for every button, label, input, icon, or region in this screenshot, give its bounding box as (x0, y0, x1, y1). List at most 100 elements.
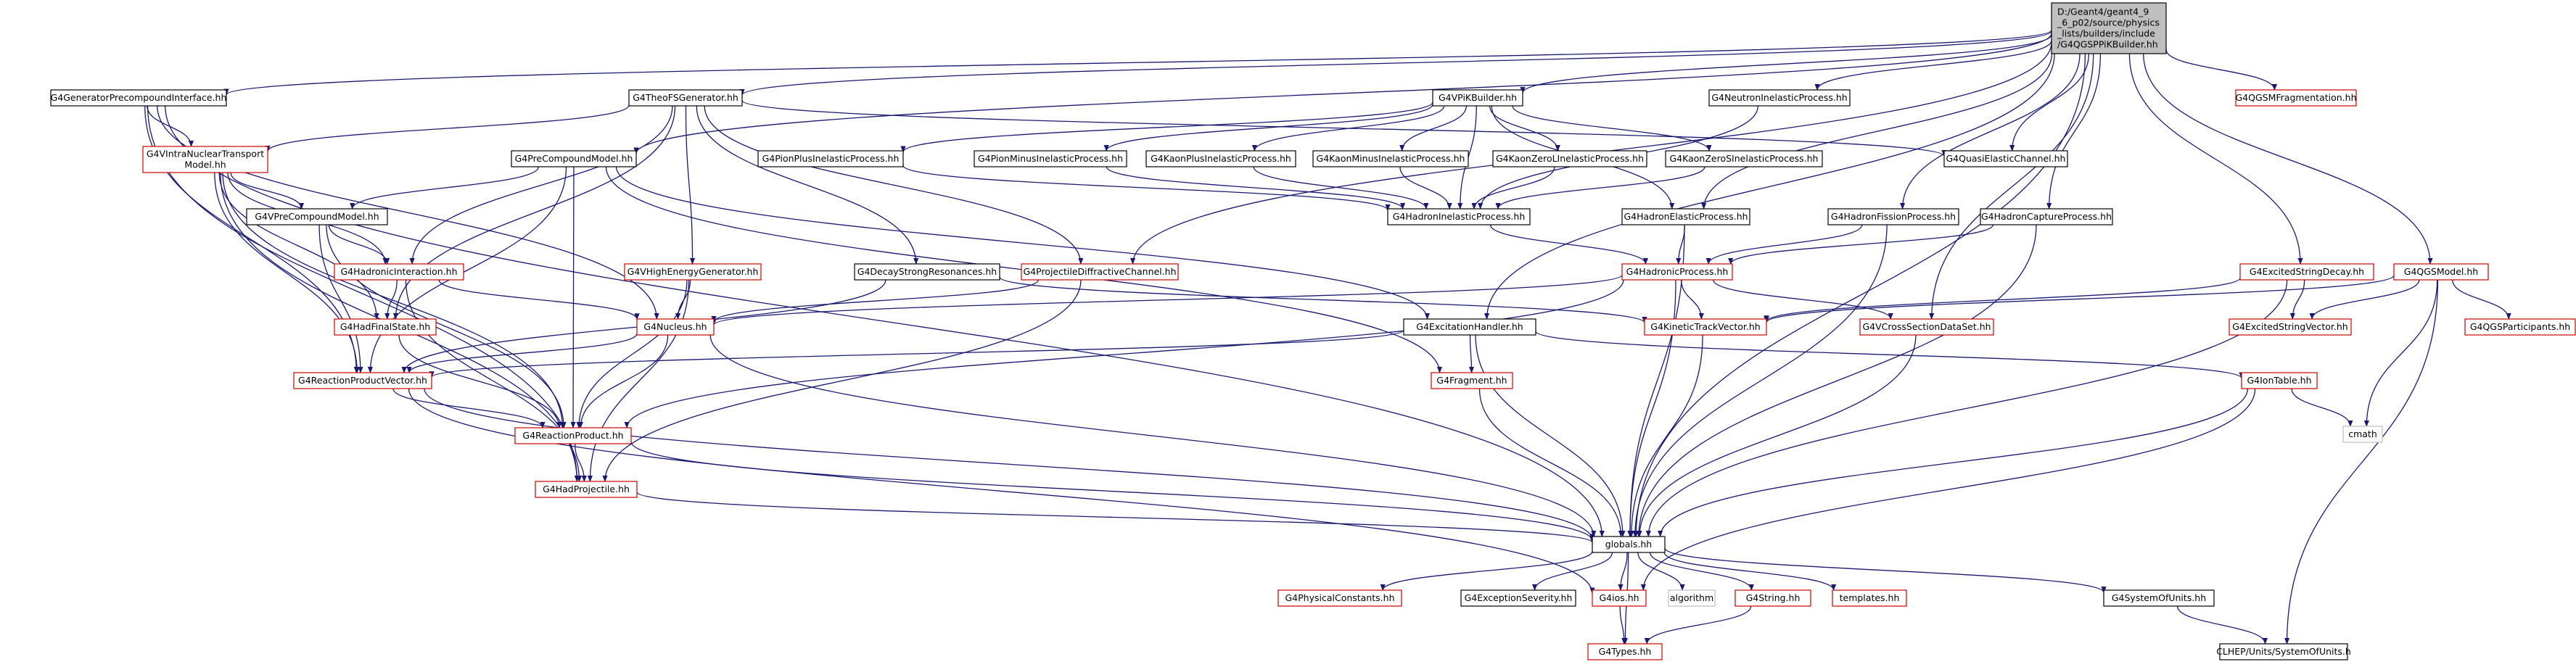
edge-pcm-to-exh (615, 166, 1430, 320)
node-label: G4String.hh (1746, 592, 1801, 603)
edge-exh-to-rpv (429, 329, 1404, 378)
edge-qgsm-to-cmath (2363, 279, 2438, 427)
node-esv[interactable]: G4ExcitedStringVector.hh (2229, 318, 2352, 336)
node-label: G4KaonZeroLInelasticProcess.hh (1496, 153, 1644, 164)
edge-tfs-to-hfs (392, 105, 676, 320)
edge-iont-to-glob (1658, 388, 2248, 537)
edge-root-to-pcm (633, 33, 2052, 154)
node-label: G4QuasiElasticChannel.hh (1946, 153, 2066, 164)
node-vcsd[interactable]: G4VCrossSectionDataSet.hh (1859, 318, 1994, 336)
edge-rpv-to-glob (424, 388, 1595, 541)
node-label: G4SystemOfUnits.hh (2112, 592, 2206, 603)
node-ppip[interactable]: G4PionPlusInelasticProcess.hh (757, 150, 904, 167)
node-algo: algorithm (1668, 589, 1716, 607)
node-pmip[interactable]: G4PionMinusInelasticProcess.hh (974, 150, 1127, 167)
node-label: G4ios.hh (1599, 592, 1639, 603)
node-pdc[interactable]: G4ProjectileDiffractiveChannel.hh (1021, 263, 1179, 281)
edge-rpv-to-ios (408, 388, 1595, 594)
edge-iont-to-cmath (2291, 388, 2353, 427)
node-box (1492, 150, 1647, 167)
node-pcm[interactable]: G4PreCompoundModel.hh (511, 150, 637, 167)
node-hep[interactable]: G4HadronElasticProcess.hh (1621, 208, 1750, 225)
edge-glob-to-exs (1531, 552, 1613, 591)
node-qec[interactable]: G4QuasiElasticChannel.hh (1943, 150, 2068, 167)
node-types[interactable]: G4Types.hh (1587, 643, 1663, 660)
node-box (511, 150, 637, 167)
node-hfs[interactable]: G4HadFinalState.hh (334, 318, 437, 336)
edge-vpik-to-pmip (1103, 104, 1433, 152)
node-label: G4Nucleus.hh (643, 321, 707, 332)
node-ios[interactable]: G4ios.hh (1592, 589, 1647, 607)
node-label: G4ExceptionSeverity.hh (1465, 592, 1573, 603)
node-label: templates.hh (1840, 592, 1900, 603)
edge-hint-to-hfs (384, 279, 398, 320)
node-box (1708, 89, 1851, 107)
edge-hp-to-ktv (1680, 279, 1704, 320)
node-hfp[interactable]: G4HadronFissionProcess.hh (1827, 208, 1959, 225)
header-nodes: D:/Geant4/geant4_9_6_p02/source/physics_… (50, 2, 2576, 660)
edge-gpci-to-glob (165, 105, 1605, 537)
edge-glob-to-sou (1664, 547, 2107, 594)
node-box (1668, 589, 1716, 607)
edge-exh-to-glob (1475, 334, 1626, 537)
edge-root-to-hep (1701, 53, 2053, 210)
edge-root-to-vpik (1520, 34, 2052, 94)
node-glob[interactable]: globals.hh (1592, 536, 1666, 553)
node-hproj[interactable]: G4HadProjectile.hh (535, 481, 638, 498)
node-box (2103, 589, 2215, 607)
node-dsr[interactable]: G4DecayStrongResonances.hh (854, 263, 1000, 281)
node-kpip[interactable]: G4KaonPlusInelasticProcess.hh (1145, 150, 1296, 167)
edge-glob-to-algo (1637, 552, 1685, 591)
node-clhep[interactable]: CLHEP/Units/SystemOfUnits.h (2216, 643, 2351, 660)
node-phc[interactable]: G4PhysicalConstants.hh (1277, 589, 1402, 607)
node-kzlip[interactable]: G4KaonZeroLInelasticProcess.hh (1492, 150, 1647, 167)
node-vheg[interactable]: G4VHighEnergyGenerator.hh (624, 263, 762, 281)
node-label: _6_p02/source/physics (2057, 17, 2160, 28)
node-frag[interactable]: G4Fragment.hh (1431, 372, 1513, 389)
node-box (334, 263, 464, 281)
node-box (1431, 372, 1513, 389)
node-ktv[interactable]: G4KineticTrackVector.hh (1644, 318, 1767, 336)
node-exs[interactable]: G4ExceptionSeverity.hh (1460, 589, 1576, 607)
node-hint[interactable]: G4HadronicInteraction.hh (334, 263, 464, 281)
node-hp[interactable]: G4HadronicProcess.hh (1621, 263, 1733, 281)
edge-vpik-to-kpip (1251, 105, 1445, 152)
edge-glob-to-str (1649, 552, 1755, 591)
node-sou[interactable]: G4SystemOfUnits.hh (2103, 589, 2215, 607)
node-hcp[interactable]: G4HadronCaptureProcess.hh (1980, 208, 2113, 225)
edge-glob-to-tmpl (1663, 552, 1837, 591)
node-rpv[interactable]: G4ReactionProductVector.hh (293, 372, 432, 389)
node-hip[interactable]: G4HadronInelasticProcess.hh (1387, 208, 1531, 225)
node-rp[interactable]: G4ReactionProduct.hh (514, 427, 632, 444)
node-kmip[interactable]: G4KaonMinusInelasticProcess.hh (1312, 150, 1469, 167)
node-label: G4HadronInelasticProcess.hh (1393, 211, 1526, 222)
node-tmpl[interactable]: templates.hh (1832, 589, 1907, 607)
node-qgsm[interactable]: G4QGSModel.hh (2393, 263, 2489, 281)
node-vpik[interactable]: G4VPiKBuilder.hh (1432, 89, 1523, 107)
node-root[interactable]: D:/Geant4/geant4_9_6_p02/source/physics_… (2051, 2, 2167, 54)
node-qgsp[interactable]: G4QGSParticipants.hh (2464, 318, 2576, 336)
node-str[interactable]: G4String.hh (1735, 589, 1811, 607)
edge-vintra-to-rpv (214, 172, 360, 373)
node-kzsip[interactable]: G4KaonZeroSInelasticProcess.hh (1665, 150, 1823, 167)
edge-vpcm-to-rp (326, 224, 567, 428)
node-nip[interactable]: G4NeutronInelasticProcess.hh (1708, 89, 1851, 107)
node-nuc[interactable]: G4Nucleus.hh (636, 318, 715, 336)
edge-hfs-to-rp (398, 334, 562, 428)
node-esd[interactable]: G4ExcitedStringDecay.hh (2239, 263, 2374, 281)
edge-esd-to-glob (1645, 279, 2288, 537)
node-label: G4QGSParticipants.hh (2470, 321, 2570, 332)
node-label: G4PionPlusInelasticProcess.hh (762, 153, 900, 164)
node-gpci[interactable]: G4GeneratorPrecompoundInterface.hh (50, 89, 227, 107)
node-exh[interactable]: G4ExcitationHandler.hh (1403, 318, 1536, 336)
node-iont[interactable]: G4IonTable.hh (2241, 372, 2318, 389)
node-label: Model.hh (184, 160, 226, 170)
node-vpcm[interactable]: G4VPreCompoundModel.hh (246, 208, 388, 225)
node-tfs[interactable]: G4TheoFSGenerator.hh (628, 89, 743, 107)
node-box (1980, 208, 2113, 225)
edge-root-to-qgsmf (2165, 49, 2278, 91)
node-box (2342, 426, 2383, 443)
node-label: G4KineticTrackVector.hh (1650, 321, 1760, 332)
node-qgsmf[interactable]: G4QGSMFragmentation.hh (2235, 89, 2357, 107)
